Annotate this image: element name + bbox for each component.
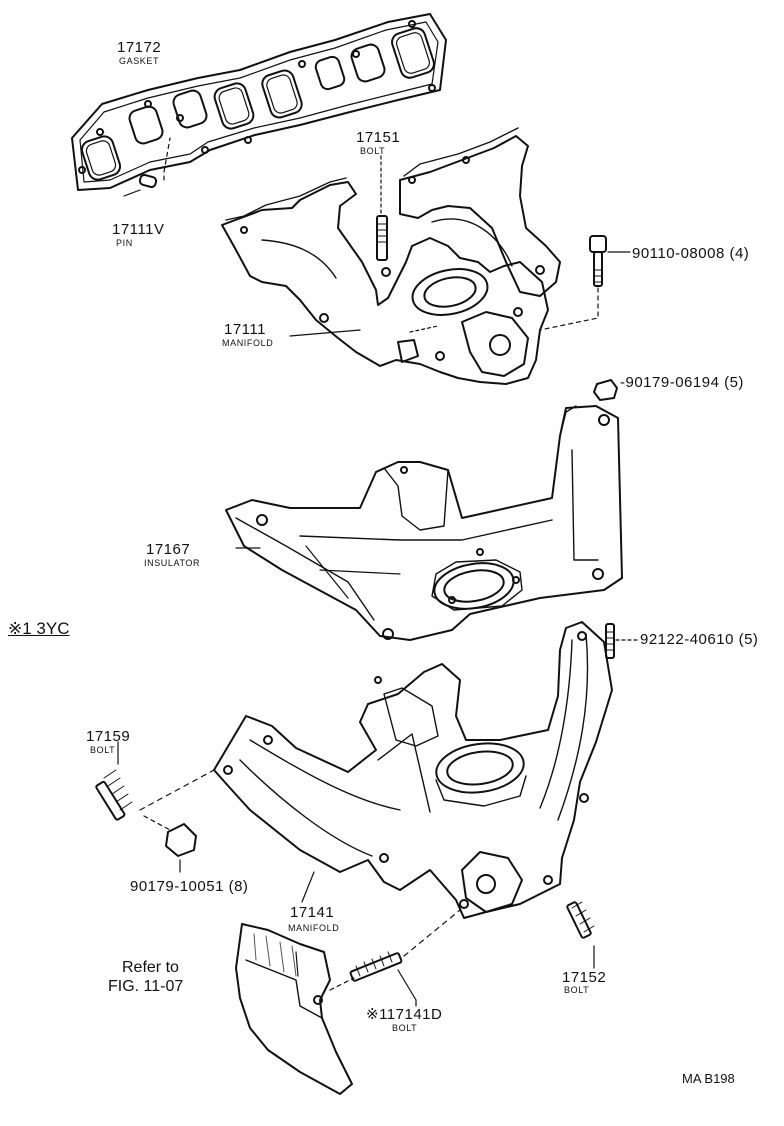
insulator-part-number: 17167 — [146, 541, 191, 558]
left-bolt-part-number: 17159 — [86, 728, 131, 745]
lower-nut-part-number: 90179-10051 (8) — [130, 878, 249, 895]
pin-part-name: PIN — [116, 238, 133, 248]
cap-bolt-part-number: 90110-08008 (4) — [632, 245, 750, 262]
lower-manifold-drawing — [213, 621, 613, 919]
lower-manifold-part-name: MANIFOLD — [288, 923, 340, 933]
model-note: ※1 3YC — [8, 619, 70, 638]
pin-drawing — [123, 137, 171, 197]
upper-nut-drawing — [593, 379, 618, 401]
gasket-part-name: GASKET — [119, 56, 160, 66]
left-bolt-drawing — [95, 741, 215, 831]
lower-manifold-part-number: 17141 — [290, 904, 335, 921]
heat-shield-drawing — [235, 923, 353, 1095]
leader-lines — [235, 325, 439, 903]
star-bolt-part-number: ※117141D — [366, 1006, 443, 1023]
gasket-part-number: 17172 — [117, 39, 162, 56]
right-bolt-drawing — [566, 901, 595, 969]
pin-part-number: 17111V — [112, 221, 165, 238]
cap-bolt-drawing — [539, 235, 631, 331]
stud-drawing — [605, 623, 641, 659]
stud-part-number: 92122-40610 (5) — [640, 631, 759, 648]
refer-note-line1: Refer to — [122, 959, 179, 976]
upper-bolt-drawing — [376, 155, 388, 261]
insulator-drawing — [225, 405, 623, 641]
left-bolt-part-name: BOLT — [90, 745, 116, 755]
insulator-part-name: INSULATOR — [144, 558, 201, 568]
refer-note-line2: FIG. 11-07 — [108, 978, 184, 995]
upper-bolt-part-name: BOLT — [360, 146, 386, 156]
right-bolt-part-number: 17152 — [562, 969, 607, 986]
upper-manifold-part-name: MANIFOLD — [222, 338, 274, 348]
gasket-drawing — [71, 13, 447, 191]
right-bolt-part-name: BOLT — [564, 985, 590, 995]
upper-manifold-part-number: 17111 — [224, 321, 266, 338]
lower-nut-drawing — [165, 823, 197, 873]
upper-manifold-drawing — [221, 127, 561, 385]
star-bolt-part-name: BOLT — [392, 1023, 418, 1033]
star-bolt-drawing — [329, 909, 461, 1007]
upper-bolt-part-number: 17151 — [356, 129, 401, 146]
diagram-code: MA B198 — [682, 1071, 735, 1086]
upper-nut-part-number: -90179-06194 (5) — [620, 374, 744, 391]
